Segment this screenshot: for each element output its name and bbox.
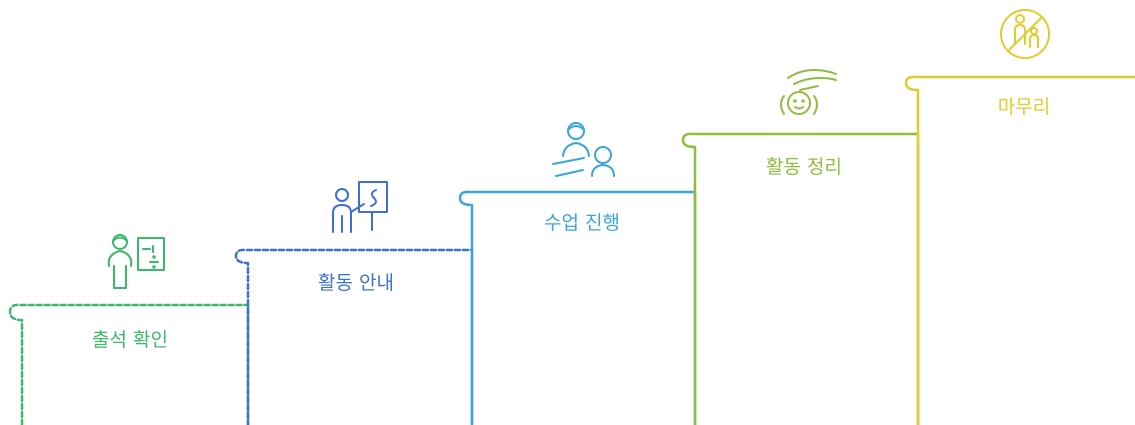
step-3-label: 수업 진행	[544, 212, 620, 234]
step-2-outline	[234, 248, 474, 425]
hand-over-child-icon	[780, 69, 837, 115]
teacher-checklist-icon	[107, 234, 165, 289]
step-4	[681, 69, 920, 425]
step-1	[8, 234, 250, 425]
teacher-student-icon	[552, 122, 615, 177]
step-2-label: 활동 안내	[318, 272, 394, 294]
step-5	[904, 9, 1135, 425]
no-adult-child-icon	[1000, 9, 1050, 59]
step-3	[458, 122, 697, 425]
step-4-label: 활동 정리	[766, 156, 842, 178]
step-4-outline	[681, 132, 920, 425]
step-5-label: 마무리	[997, 96, 1051, 118]
step-5-outline	[904, 75, 1135, 425]
step-1-outline	[8, 303, 250, 425]
step-3-outline	[458, 190, 697, 425]
presenter-board-icon	[332, 181, 388, 233]
step-1-label: 출석 확인	[92, 329, 168, 351]
step-2	[234, 181, 474, 425]
